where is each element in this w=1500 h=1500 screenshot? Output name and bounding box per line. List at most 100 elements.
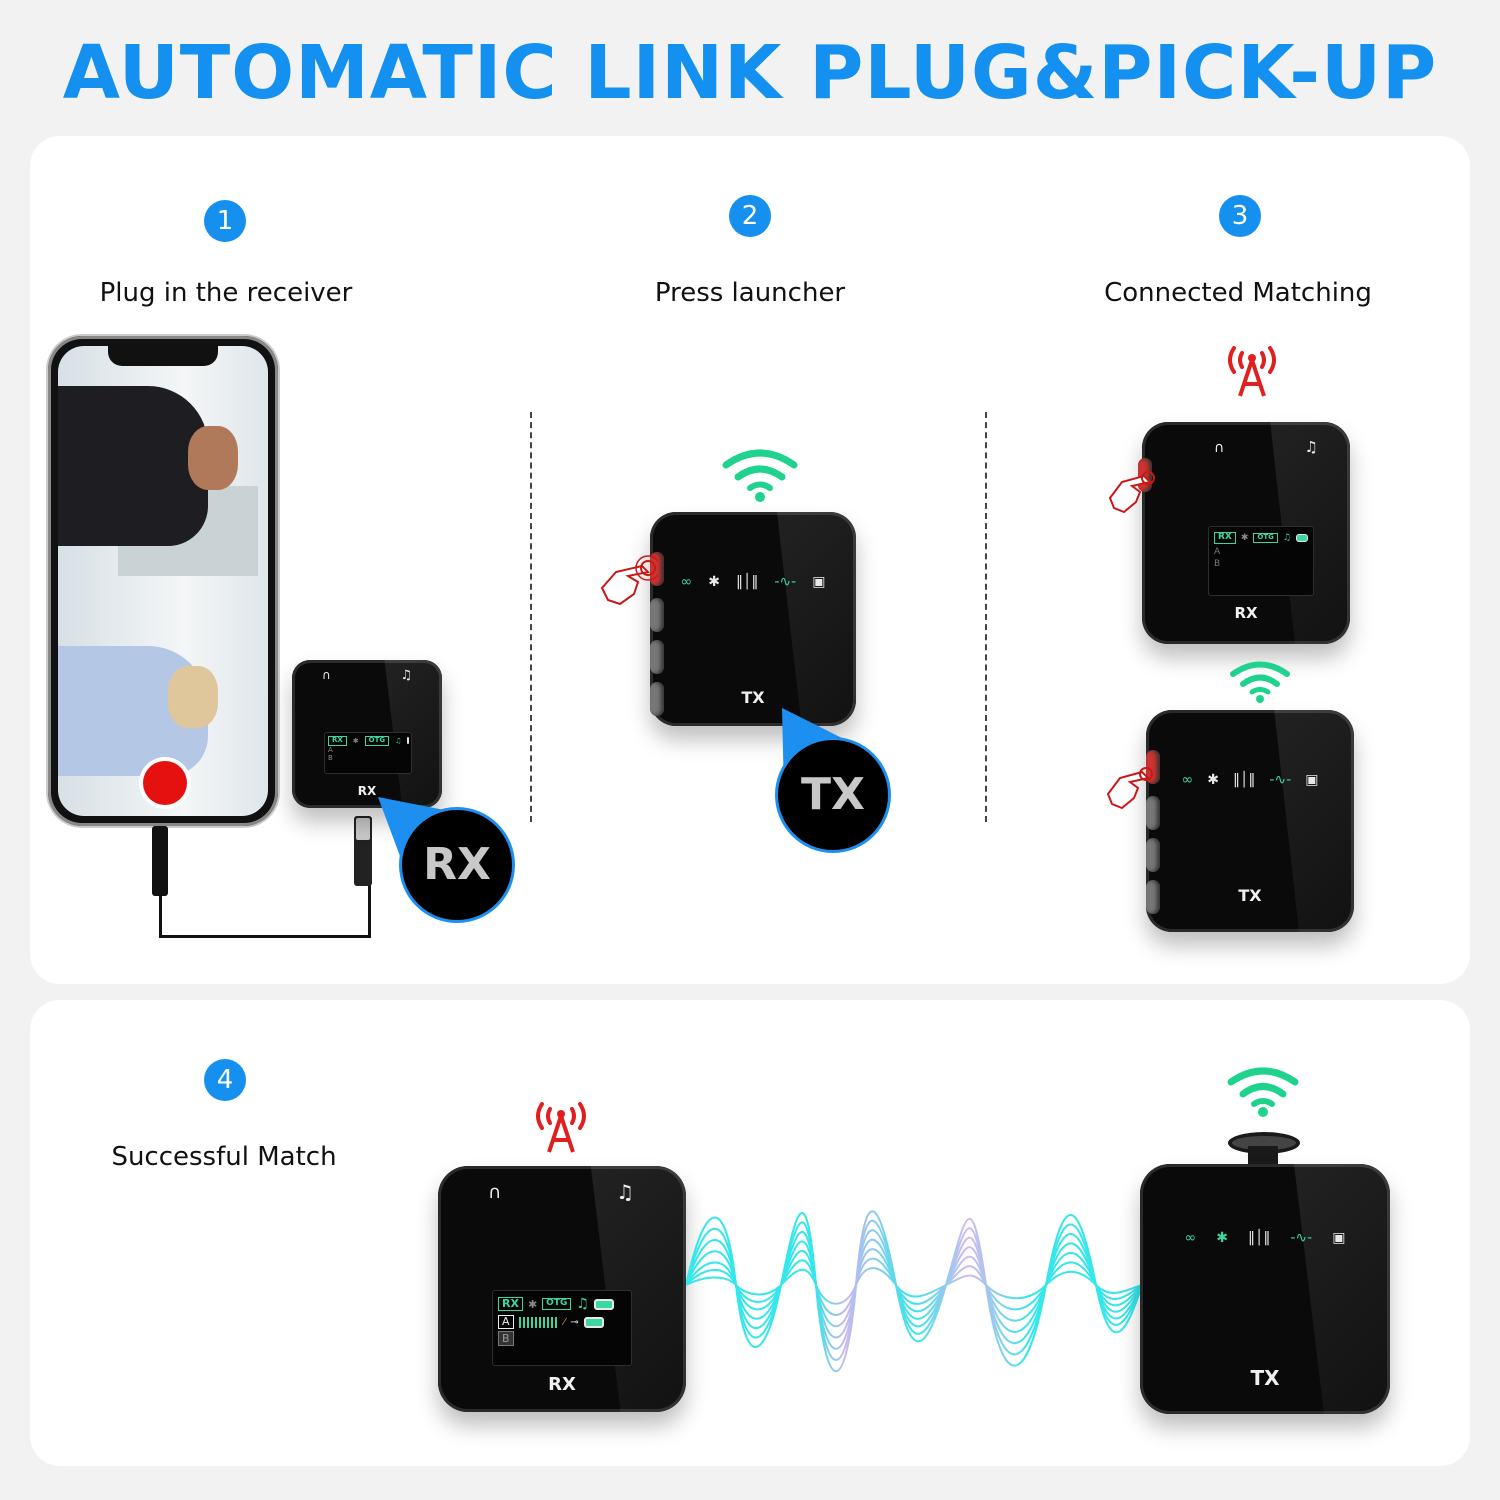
step-divider-2 [985, 412, 987, 822]
sound-wave-graphic [686, 1210, 1142, 1373]
tx-device-label: TX [1238, 886, 1262, 905]
step-1-badge: 1 [204, 200, 246, 242]
smartphone [48, 336, 278, 826]
otg-indicator: OTG [1253, 533, 1278, 543]
pressing-hand-icon [1106, 767, 1153, 810]
wifi-signal-icon [1230, 661, 1290, 703]
antenna-signal-icon [1228, 346, 1276, 397]
tx-transmitter-step4: ∞ ✱ ‖│‖ -∿- ▣ TX [1140, 1164, 1390, 1414]
music-note-icon: ♫ [395, 736, 402, 745]
headphones-icon: ∩ [322, 668, 331, 682]
rx-oled-screen: RX ✱ OTG ♫ A ⁄ ⊸ B [492, 1290, 632, 1366]
rx-device-label: RX [357, 784, 377, 798]
tx-callout-circle: TX [778, 740, 888, 850]
waveform-icon: -∿- [774, 574, 797, 590]
tx-led-row: ∞ ✱ ‖│‖ -∿- ▣ [650, 574, 856, 590]
launcher-button-pressed[interactable] [1146, 750, 1160, 784]
otg-indicator: OTG [542, 1298, 572, 1310]
cable-segment [159, 935, 371, 938]
connection-icon: ⊸ [570, 1316, 579, 1328]
side-button[interactable] [650, 598, 664, 632]
bluetooth-icon: ✱ [1207, 772, 1219, 788]
bluetooth-icon: ✱ [352, 736, 359, 745]
rx-callout-circle: RX [402, 810, 512, 920]
waveform-icon: -∿- [1290, 1230, 1313, 1246]
person-man-head [188, 426, 238, 490]
usb-c-connector [356, 818, 370, 840]
waveform-icon: -∿- [1269, 772, 1292, 788]
page-headline: AUTOMATIC LINK PLUG&PICK-UP [62, 30, 1438, 116]
person-man [58, 386, 208, 546]
link-icon: ∞ [1181, 772, 1194, 788]
bluetooth-icon: ✱ [527, 1297, 538, 1311]
channel-a: A [328, 745, 333, 754]
tx-device-label: TX [1250, 1366, 1280, 1390]
battery-charge-icon: ▣ [1305, 772, 1319, 788]
step-2-label: Press launcher [654, 278, 846, 308]
tx-transmitter-step3: ∞ ✱ ‖│‖ -∿- ▣ TX [1146, 710, 1354, 932]
step-divider-1 [530, 412, 532, 822]
antenna-signal-icon [536, 1102, 586, 1153]
battery-icon [583, 1316, 604, 1328]
channel-b: B [328, 753, 333, 762]
channel-b: B [498, 1331, 514, 1347]
pressing-hand-icon [1108, 471, 1155, 514]
launcher-button-pressed[interactable] [650, 552, 664, 586]
record-button[interactable] [143, 761, 187, 805]
rx-receiver-step4: ∩ ♫ RX ✱ OTG ♫ A ⁄ ⊸ B RX [438, 1166, 686, 1412]
channel-a: A [498, 1315, 514, 1330]
side-button[interactable] [1146, 796, 1160, 830]
audio-level-icon: ‖│‖ [1247, 1230, 1271, 1246]
side-button[interactable] [650, 682, 664, 716]
rx-device-label: RX [548, 1374, 576, 1395]
battery-icon [407, 737, 410, 745]
wifi-signal-icon [722, 449, 798, 502]
rx-oled-screen: RX ✱ OTG ♫ A B [1208, 526, 1314, 596]
link-icon: ∞ [680, 574, 693, 590]
side-button[interactable] [650, 640, 664, 674]
wifi-signal-icon [1227, 1067, 1299, 1117]
rx-receiver-step1: ∩ ♫ RX ✱ OTG ♫ A B RX [292, 660, 442, 808]
battery-charge-icon: ▣ [812, 574, 826, 590]
phone-camera-view [58, 346, 268, 816]
channel-b: B [1214, 558, 1221, 569]
headphones-icon: ∩ [1214, 440, 1225, 456]
bluetooth-icon: ✱ [708, 574, 720, 590]
pressing-hand-icon [600, 555, 658, 606]
battery-icon [1295, 533, 1308, 542]
headphones-icon: ∩ [488, 1182, 502, 1203]
bluetooth-icon: ✱ [1240, 532, 1249, 543]
step-3-label: Connected Matching [1104, 278, 1372, 308]
phone-cable-plug [152, 826, 168, 896]
mute-icon: ⁄ [563, 1316, 566, 1328]
rx-device-label: RX [1234, 604, 1258, 622]
step-1-label: Plug in the receiver [99, 278, 353, 308]
battery-icon [593, 1298, 614, 1310]
music-note-icon: ♫ [1282, 532, 1291, 543]
battery-charge-icon: ▣ [1332, 1230, 1346, 1246]
rx-mode-indicator: RX [498, 1296, 523, 1312]
tx-transmitter-step2: ∞ ✱ ‖│‖ -∿- ▣ TX [650, 512, 856, 726]
side-button[interactable] [1146, 838, 1160, 872]
music-note-icon: ♫ [400, 668, 412, 683]
step-4-label: Successful Match [111, 1142, 337, 1172]
audio-level-meter [518, 1316, 559, 1328]
phone-notch [108, 346, 218, 366]
channel-a: A [1214, 546, 1221, 557]
audio-level-icon: ‖│‖ [1232, 772, 1256, 788]
music-note-icon: ♫ [576, 1296, 589, 1312]
tx-led-row: ∞ ✱ ‖│‖ -∿- ▣ [1140, 1230, 1390, 1246]
step-2-badge: 2 [729, 195, 771, 237]
step-3-badge: 3 [1219, 195, 1261, 237]
rx-mode-indicator: RX [328, 736, 347, 746]
side-button[interactable] [1146, 880, 1160, 914]
music-note-icon: ♫ [1304, 438, 1318, 456]
otg-indicator: OTG [364, 736, 390, 746]
audio-level-icon: ‖│‖ [735, 574, 759, 590]
tx-led-row: ∞ ✱ ‖│‖ -∿- ▣ [1146, 772, 1354, 788]
link-icon: ∞ [1184, 1230, 1197, 1246]
bluetooth-icon: ✱ [1216, 1230, 1228, 1246]
rx-receiver-step3: ∩ ♫ RX ✱ OTG ♫ A B RX [1142, 422, 1350, 644]
cable-segment [159, 890, 162, 938]
tx-device-label: TX [741, 688, 765, 707]
